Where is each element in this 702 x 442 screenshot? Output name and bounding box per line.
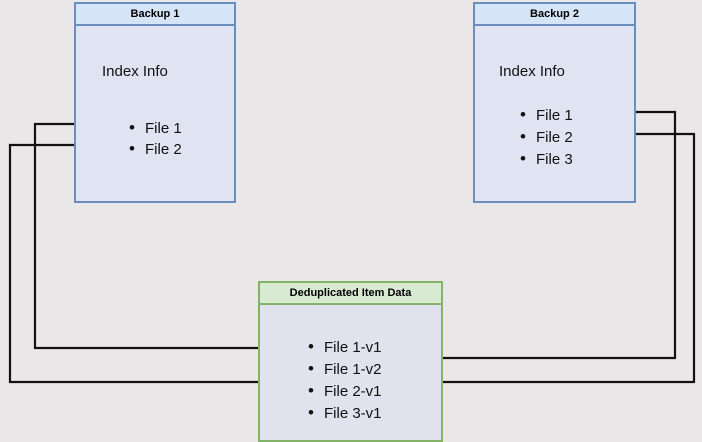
list-item[interactable]: File 3 [520, 148, 573, 171]
list-item[interactable]: File 1-v2 [308, 358, 382, 381]
node-backup-2-title: Backup 2 [475, 4, 634, 26]
node-backup-1-body: Index Info File 1 File 2 [76, 26, 234, 201]
node-dedup-title: Deduplicated Item Data [260, 283, 441, 305]
node-dedup-body: File 1-v1 File 1-v2 File 2-v1 File 3-v1 [260, 305, 441, 440]
node-backup-1-title: Backup 1 [76, 4, 234, 26]
node-backup-2[interactable]: Backup 2 Index Info File 1 File 2 File 3 [473, 2, 636, 203]
node-backup-2-body: Index Info File 1 File 2 File 3 [475, 26, 634, 201]
node-backup-1[interactable]: Backup 1 Index Info File 1 File 2 [74, 2, 236, 203]
list-item[interactable]: File 2 [129, 138, 182, 160]
list-item[interactable]: File 1 [129, 117, 182, 139]
list-item[interactable]: File 2-v1 [308, 380, 382, 403]
node-deduplicated-item-data[interactable]: Deduplicated Item Data File 1-v1 File 1-… [258, 281, 443, 442]
backup-1-file-list: File 1 File 2 [129, 117, 182, 160]
dedup-file-list: File 1-v1 File 1-v2 File 2-v1 File 3-v1 [308, 336, 382, 425]
list-item[interactable]: File 3-v1 [308, 402, 382, 425]
backup-2-index-info-label: Index Info [499, 63, 565, 80]
list-item[interactable]: File 2 [520, 126, 573, 149]
backup-2-file-list: File 1 File 2 File 3 [520, 104, 573, 171]
list-item[interactable]: File 1-v1 [308, 336, 382, 359]
backup-1-index-info-label: Index Info [102, 63, 168, 80]
list-item[interactable]: File 1 [520, 104, 573, 127]
